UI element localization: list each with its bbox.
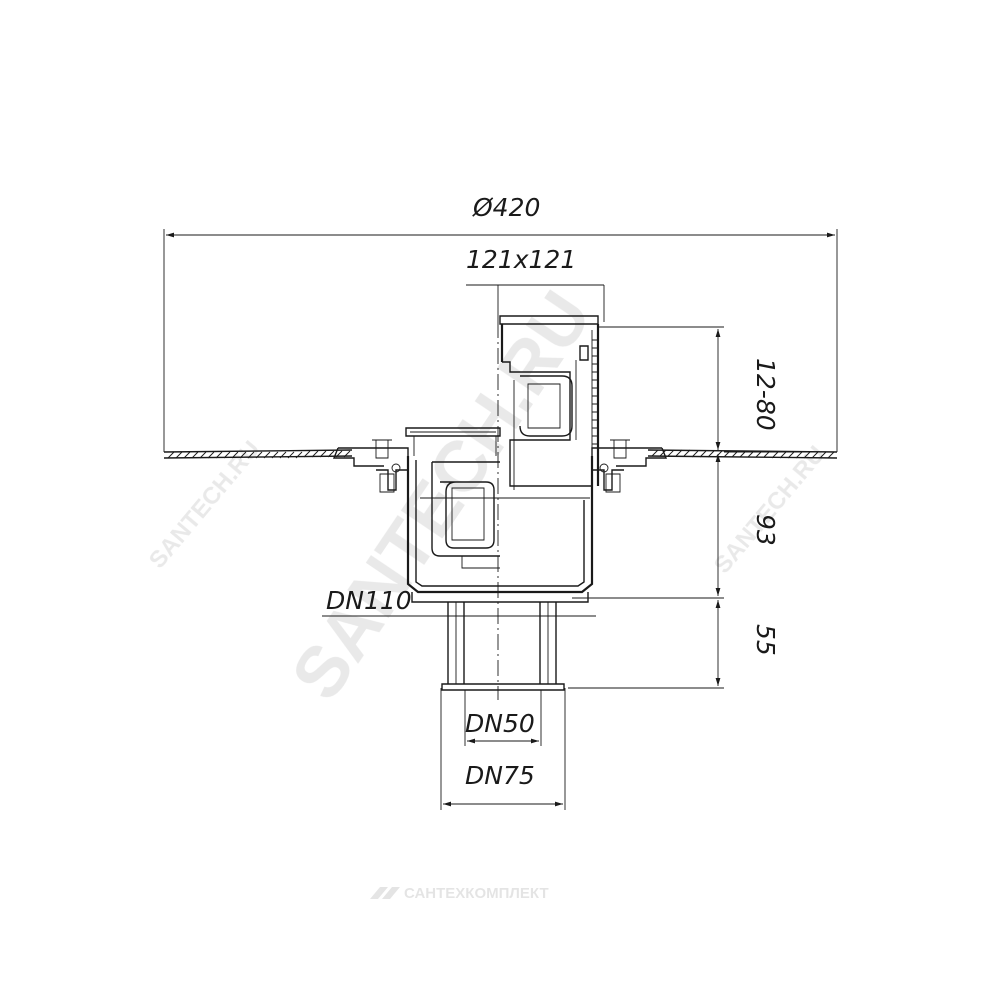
- membrane-flange-right: [647, 449, 838, 459]
- dim-socket-label: DN110: [326, 586, 412, 615]
- logo-icon: [370, 887, 400, 899]
- dim-grate-size-label: 121x121: [466, 245, 576, 274]
- dim-outlet-inner-label: DN50: [465, 709, 535, 738]
- funnel-body: [406, 456, 594, 603]
- drain-body: [163, 315, 838, 691]
- dimension-lines: [163, 229, 838, 810]
- dim-height-adjust-label: 12-80: [751, 358, 780, 431]
- watermark: SANTECH.RU SANTECH.RU SANTECH.RU: [144, 278, 831, 714]
- clamp-ring-left: [332, 439, 409, 493]
- dim-diameter-label: Ø420: [472, 193, 540, 222]
- dim-outlet-outer-label: DN75: [465, 761, 535, 790]
- dim-outlet-length-label: 55: [751, 624, 780, 656]
- watermark-diagonal: SANTECH.RU: [277, 278, 607, 714]
- footer-logo: САНТЕХКОМПЛЕКТ: [370, 885, 549, 902]
- watermark-faint-right: SANTECH.RU: [709, 441, 831, 579]
- lower-grate: [405, 427, 501, 456]
- membrane-flange-left: [163, 449, 353, 459]
- siphon-right: [513, 375, 573, 490]
- extension-riser: [499, 315, 600, 487]
- dim-body-height-label: 93: [751, 514, 780, 546]
- siphon-left: [431, 461, 500, 569]
- outlet-pipe: [430, 602, 574, 691]
- clamp-ring-right: [591, 439, 668, 493]
- dimension-labels: Ø420 121x121 12-80 93 55 DN110 DN50 DN75: [326, 193, 780, 790]
- watermark-footer: САНТЕХКОМПЛЕКТ: [404, 885, 549, 902]
